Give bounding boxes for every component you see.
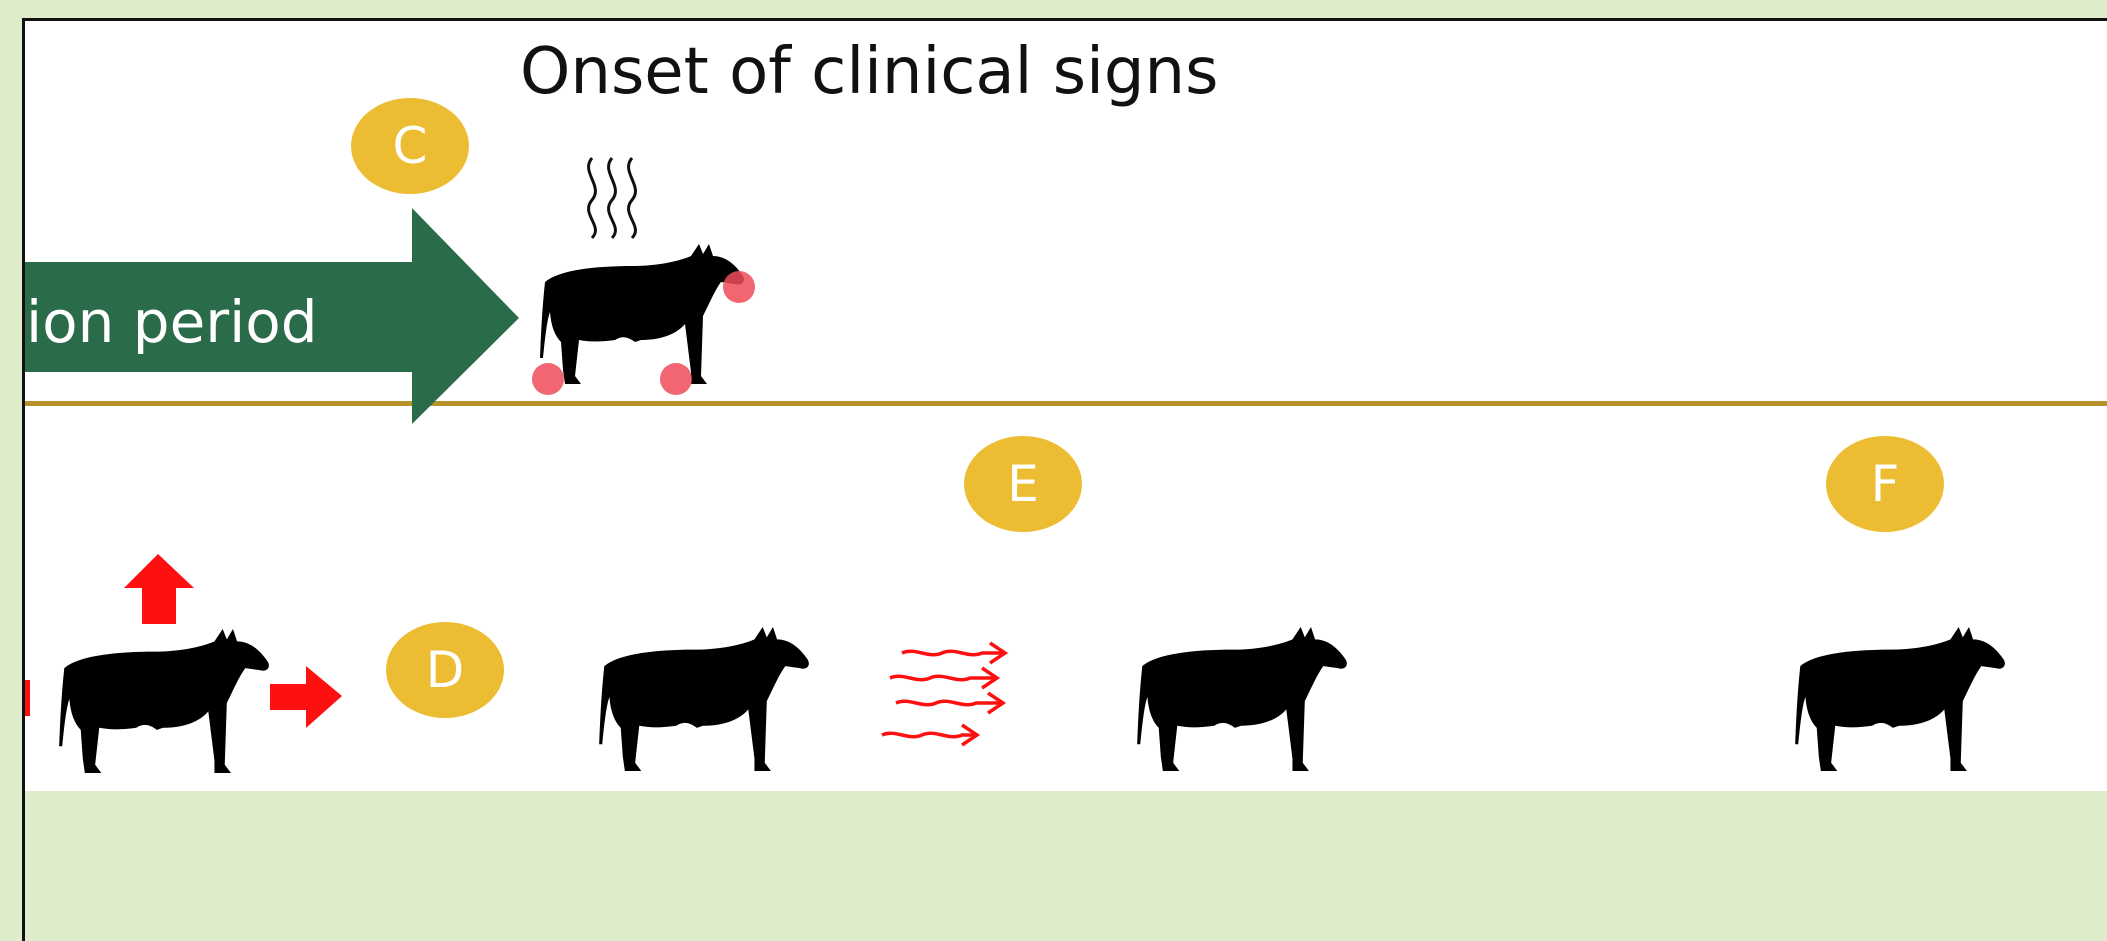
lesion-dot-icon-back-hoof bbox=[532, 363, 564, 395]
up-arrow-icon bbox=[124, 554, 194, 624]
edge-indicator bbox=[25, 680, 30, 716]
badge-e: E bbox=[964, 436, 1082, 532]
incubation-period-label: ion period bbox=[26, 288, 318, 356]
lesion-dot-icon-front-hoof bbox=[660, 363, 692, 395]
cow-icon-2 bbox=[599, 627, 809, 771]
heat-waves-icon bbox=[589, 158, 636, 238]
cow-icon-3 bbox=[1137, 627, 1347, 771]
lesion-dot-icon-mouth bbox=[723, 271, 755, 303]
cow-icon-1 bbox=[59, 629, 269, 773]
badge-d: D bbox=[386, 622, 504, 718]
airborne-spread-icon bbox=[882, 643, 1005, 745]
right-arrow-icon bbox=[270, 666, 342, 728]
cow-icon-clinical bbox=[540, 244, 744, 384]
badge-c: C bbox=[351, 98, 469, 194]
badge-f: F bbox=[1826, 436, 1944, 532]
cow-icon-4 bbox=[1795, 627, 2005, 771]
